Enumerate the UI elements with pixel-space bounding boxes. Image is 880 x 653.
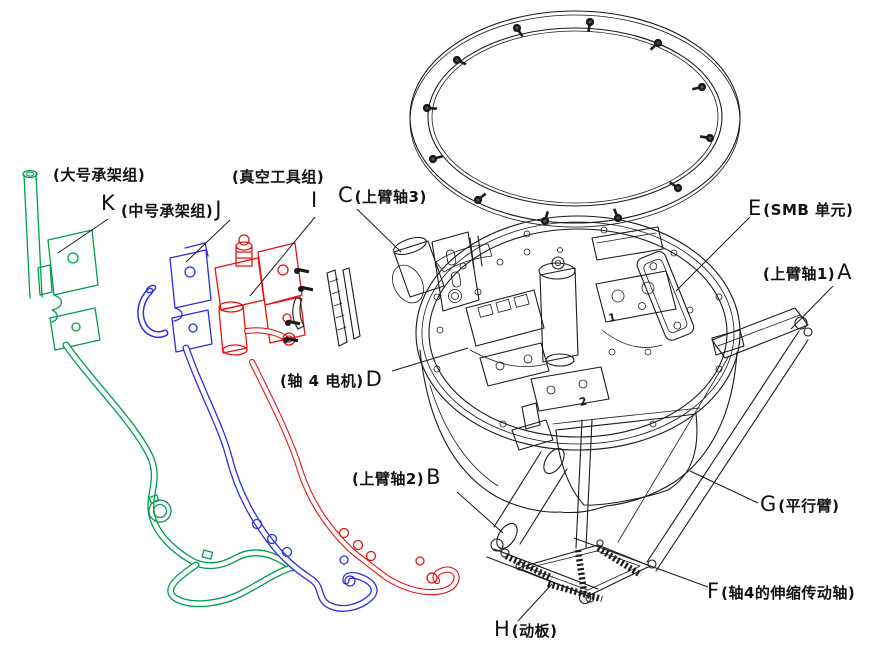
top-cover-ring (409, 10, 741, 228)
label-d: (轴 4 电机) D (280, 367, 382, 391)
leader-d (391, 347, 469, 372)
leader-g (689, 470, 759, 504)
part-letter-h: H (494, 617, 510, 641)
part-letter-f: F (707, 579, 720, 603)
part-letter-j: J (215, 197, 222, 221)
leader-f (573, 537, 709, 588)
internal-mechanism: 1 2 (392, 226, 695, 412)
medium-carrier-group (141, 242, 375, 608)
part-name-a: (上臂轴1) (763, 265, 836, 283)
leader-h (517, 583, 553, 622)
upper-arm-1 (711, 307, 813, 359)
part-letter-k: K (101, 191, 115, 215)
part-letter-g: G (760, 492, 777, 516)
part-letter-d: D (365, 367, 382, 391)
part-name-c: (上臂轴3) (354, 188, 427, 206)
label-h: H (动板) (494, 617, 558, 641)
part-letter-e: E (748, 196, 762, 220)
part-letter-a: A (837, 260, 852, 284)
part-letter-b: B (426, 465, 441, 489)
part-name-b: (上臂轴2) (352, 470, 425, 488)
part-letter-c: C (338, 183, 353, 207)
part-name-h: (动板) (511, 622, 558, 640)
upper-arm-3-motor (392, 231, 480, 312)
part-name-k: (大号承架组) (53, 166, 146, 184)
part-name-f: (轴4的伸缩传动轴) (721, 584, 856, 602)
part-name-j: (中号承架组) (121, 202, 214, 220)
cast-marking-1: 1 (607, 311, 617, 325)
label-a: (上臂轴1) A (763, 260, 852, 284)
loose-fasteners (283, 267, 361, 347)
blade-strips (326, 267, 361, 347)
leader-c (356, 208, 402, 253)
leader-j (185, 219, 231, 263)
part-name-i: (真空工具组) (232, 168, 325, 186)
part-name-g: (平行臂) (778, 497, 840, 515)
label-f: F (轴4的伸缩传动轴) (707, 579, 855, 603)
part-name-e: (SMB 单元) (763, 201, 854, 219)
moving-plate (504, 539, 657, 603)
label-i-letter: I (311, 188, 317, 212)
leader-a (790, 285, 834, 330)
label-j: (中号承架组) J (121, 197, 221, 221)
parallel-arms (617, 330, 809, 572)
cover-screws (422, 17, 715, 227)
label-k-letter: K (101, 191, 115, 215)
leader-e (675, 216, 751, 292)
base-body (415, 215, 745, 514)
leader-lines (57, 208, 834, 622)
label-g: G (平行臂) (760, 492, 840, 516)
label-e: E (SMB 单元) (748, 196, 853, 220)
part-letter-i: I (311, 188, 318, 212)
label-k-title: (大号承架组) (53, 164, 145, 185)
label-i-title: (真空工具组) (232, 166, 324, 187)
leader-b (456, 491, 504, 534)
leader-i (249, 216, 316, 297)
large-carrier-group (22, 169, 294, 604)
part-name-d: (轴 4 电机) (280, 372, 364, 390)
cast-marking-2: 2 (578, 395, 588, 409)
label-c: C (上臂轴3) (338, 183, 427, 207)
vacuum-tool-group (214, 234, 457, 592)
leader-k (57, 218, 109, 254)
label-b: (上臂轴2) B (352, 465, 441, 489)
